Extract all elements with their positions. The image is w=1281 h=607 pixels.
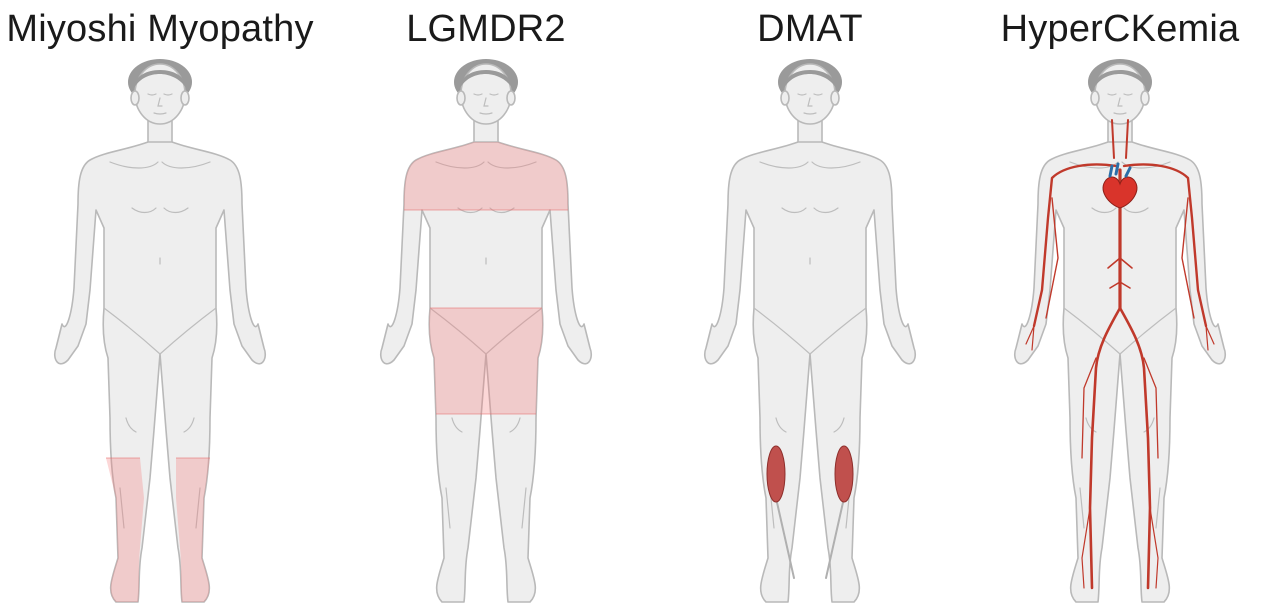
highlight-shoulders bbox=[404, 142, 568, 210]
body-shoulders-thighs-highlighted-icon bbox=[326, 58, 646, 607]
body-lower-legs-highlighted-icon bbox=[0, 58, 320, 607]
panel-miyoshi-myopathy: Miyoshi Myopathy bbox=[0, 0, 320, 607]
panel-title: DMAT bbox=[650, 8, 970, 51]
highlight-lower-legs bbox=[106, 458, 210, 602]
body-calves-highlighted-icon bbox=[650, 58, 970, 607]
panel-dmat: DMAT bbox=[650, 0, 970, 607]
panel-title: Miyoshi Myopathy bbox=[0, 8, 320, 51]
panel-lgmdr2: LGMDR2 bbox=[326, 0, 646, 607]
panel-hyperckemia: HyperCKemia bbox=[960, 0, 1280, 607]
panel-title: LGMDR2 bbox=[326, 8, 646, 51]
panel-title: HyperCKemia bbox=[960, 8, 1280, 51]
body-circulatory-system-icon bbox=[960, 58, 1280, 607]
highlight-thighs bbox=[429, 308, 543, 414]
